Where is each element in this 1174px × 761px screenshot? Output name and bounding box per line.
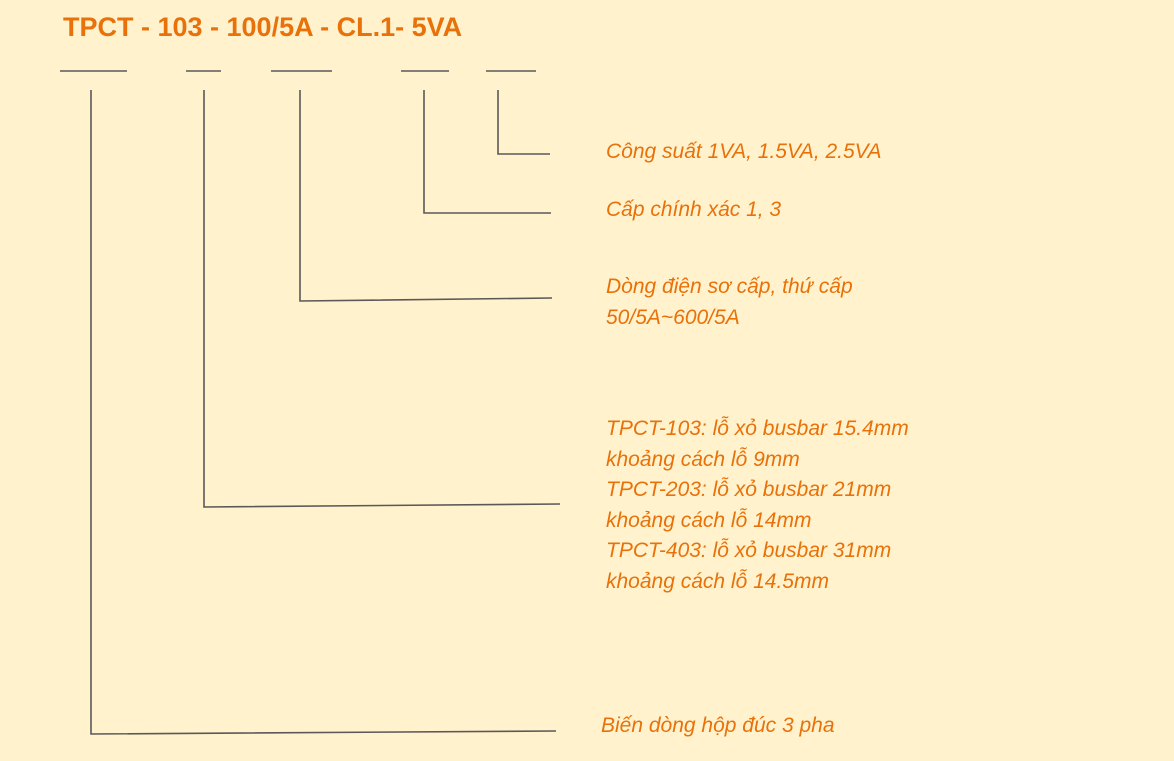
leader-series xyxy=(90,90,557,735)
accuracy-text: Cấp chính xác 1, 3 xyxy=(606,198,782,221)
busbar-line: khoảng cách lỗ 14.5mm xyxy=(606,569,829,593)
type-text: Biến dòng hộp đúc 3 pha xyxy=(601,714,835,737)
busbar-line: khoảng cách lỗ 14mm xyxy=(606,508,812,532)
busbar-line: TPCT-203: lỗ xỏ busbar 21mm xyxy=(606,478,892,501)
leader-burden xyxy=(497,90,550,155)
busbar-line: TPCT-403: lỗ xỏ busbar 31mm xyxy=(606,539,892,562)
busbar-description: TPCT-103: lỗ xỏ busbar 15.4mm khoảng các… xyxy=(606,414,909,597)
type-description: Biến dòng hộp đúc 3 pha xyxy=(601,711,835,742)
busbar-line: TPCT-103: lỗ xỏ busbar 15.4mm xyxy=(606,417,909,440)
current-ratio-line: 50/5A~600/5A xyxy=(606,305,740,329)
current-ratio-line: Dòng điện sơ cấp, thứ cấp xyxy=(606,275,853,298)
leader-class xyxy=(423,90,551,214)
busbar-line: khoảng cách lỗ 9mm xyxy=(606,447,800,471)
burden-description: Công suất 1VA, 1.5VA, 2.5VA xyxy=(606,137,882,168)
current-ratio-description: Dòng điện sơ cấp, thứ cấp 50/5A~600/5A xyxy=(606,272,853,333)
leader-ratio xyxy=(299,90,553,302)
burden-text: Công suất 1VA, 1.5VA, 2.5VA xyxy=(606,140,882,163)
model-code-title: TPCT - 103 - 100/5A - CL.1- 5VA xyxy=(63,12,463,42)
leader-model xyxy=(203,90,561,508)
accuracy-description: Cấp chính xác 1, 3 xyxy=(606,195,781,226)
